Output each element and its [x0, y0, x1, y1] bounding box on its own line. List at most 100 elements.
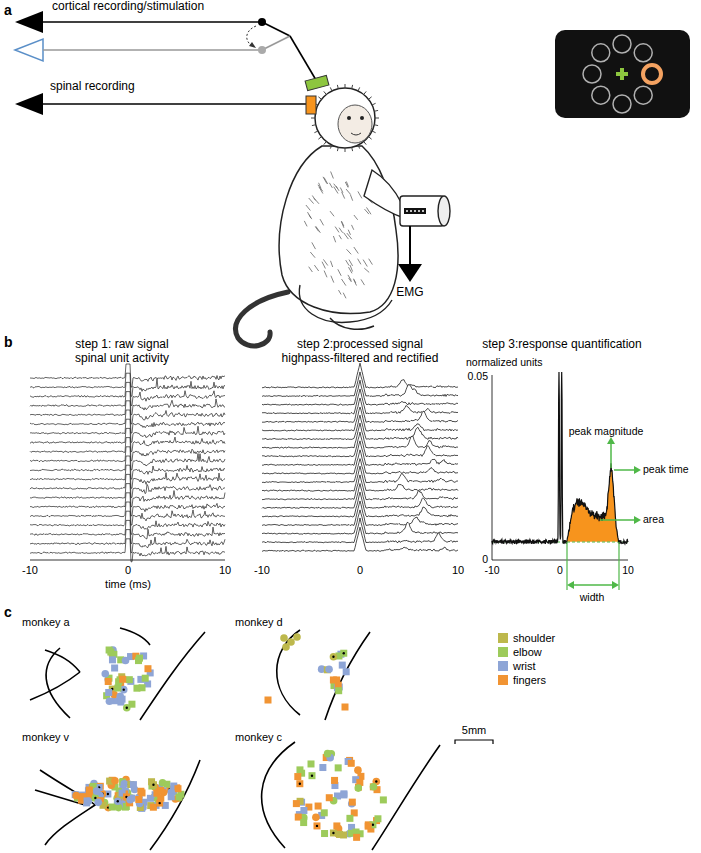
legend-row: elbow [498, 646, 542, 659]
sulcus-outline [40, 770, 95, 845]
head-fur [345, 84, 346, 88]
site-marker [150, 781, 157, 788]
figure-label: time (ms) [105, 578, 151, 591]
fur-stroke [312, 196, 315, 201]
raw-trace [30, 364, 225, 387]
site-marker [106, 646, 113, 653]
emg-arrowhead [398, 264, 422, 282]
site-marker [126, 796, 134, 804]
figure-label: step 2:processed signal highpass-filtere… [270, 338, 450, 366]
site-marker [84, 798, 92, 806]
site-marker [354, 784, 362, 792]
raw-trace [30, 382, 225, 405]
site-marker [136, 655, 143, 662]
head-fur [311, 118, 315, 119]
target-circle [592, 44, 610, 62]
site-marker [331, 777, 338, 784]
site-marker [293, 633, 301, 641]
fur-stroke [324, 178, 328, 185]
site-marker [340, 650, 347, 657]
head-fur [324, 91, 327, 94]
raw-trace [30, 447, 225, 470]
panel-letter: b [4, 334, 13, 350]
target-circle [592, 86, 610, 104]
site-marker [294, 773, 301, 780]
fur-stroke [334, 187, 338, 194]
fur-stroke [365, 209, 369, 214]
raw-trace [30, 401, 225, 424]
figure-label: step 3:response quantification [482, 338, 641, 352]
stimulation-wire [43, 49, 262, 51]
site-marker [135, 796, 142, 803]
site-dot [311, 774, 313, 776]
site-marker [333, 822, 340, 829]
site-marker [326, 794, 333, 801]
site-dot [107, 793, 109, 795]
figure-label: 0.05 [468, 370, 488, 382]
site-marker [343, 668, 350, 675]
raw-trace [30, 484, 225, 507]
monkey-face [338, 105, 372, 143]
site-marker [280, 634, 288, 642]
site-marker [84, 797, 91, 804]
head-fur [369, 137, 372, 140]
raw-trace [30, 428, 225, 451]
fur-stroke [342, 192, 345, 199]
head-fur [330, 145, 332, 149]
cortical-arrowhead [15, 11, 43, 33]
head-fur [374, 110, 378, 112]
fur-stroke [346, 189, 350, 194]
fur-stroke [308, 212, 311, 218]
site-marker [330, 676, 337, 683]
site-marker [324, 750, 332, 758]
switch-grey-leg [262, 36, 290, 50]
site-marker [157, 795, 164, 802]
emg-electrode-strip [404, 208, 426, 214]
figure-label: 0 [482, 553, 488, 565]
monkey-body [279, 146, 398, 313]
raw-trace [30, 530, 225, 553]
site-dot [299, 783, 301, 785]
fur-stroke [339, 290, 342, 294]
raw-trace [30, 419, 225, 442]
legend-text: wrist [513, 660, 536, 673]
site-dot [372, 824, 374, 826]
figure-label: normalized units [466, 356, 542, 368]
target-circle [583, 65, 601, 83]
site-marker [370, 783, 377, 790]
head-fur [358, 87, 360, 91]
raw-trace [30, 438, 225, 461]
y-axis [492, 375, 628, 560]
site-marker [342, 704, 349, 711]
site-marker [86, 787, 93, 794]
processed-fill [262, 527, 458, 552]
fur-stroke [352, 225, 354, 230]
fur-stroke [363, 260, 367, 267]
sulcus-outline [45, 650, 80, 672]
head-fur [351, 147, 353, 151]
site-marker [293, 800, 300, 807]
site-marker [349, 799, 356, 806]
raw-trace [30, 502, 225, 525]
site-marker [105, 678, 112, 685]
legend-swatch [498, 675, 508, 685]
figure-label: -10 [484, 564, 499, 576]
site-marker [94, 799, 102, 807]
site-dot [332, 656, 334, 658]
legend-swatch [498, 661, 508, 671]
arrow-head [607, 437, 615, 444]
target-circle [613, 35, 631, 53]
fur-stroke [342, 279, 346, 286]
fur-stroke [369, 259, 373, 265]
fur-stroke [350, 195, 352, 201]
arrow-head [612, 581, 619, 589]
site-marker [374, 815, 381, 822]
site-marker [321, 809, 328, 816]
site-marker [340, 790, 347, 797]
site-marker [131, 786, 139, 794]
target-circle [634, 86, 652, 104]
site-dot [94, 797, 96, 799]
cortical-lead [290, 36, 316, 80]
site-marker [106, 697, 114, 705]
site-marker [353, 834, 360, 841]
